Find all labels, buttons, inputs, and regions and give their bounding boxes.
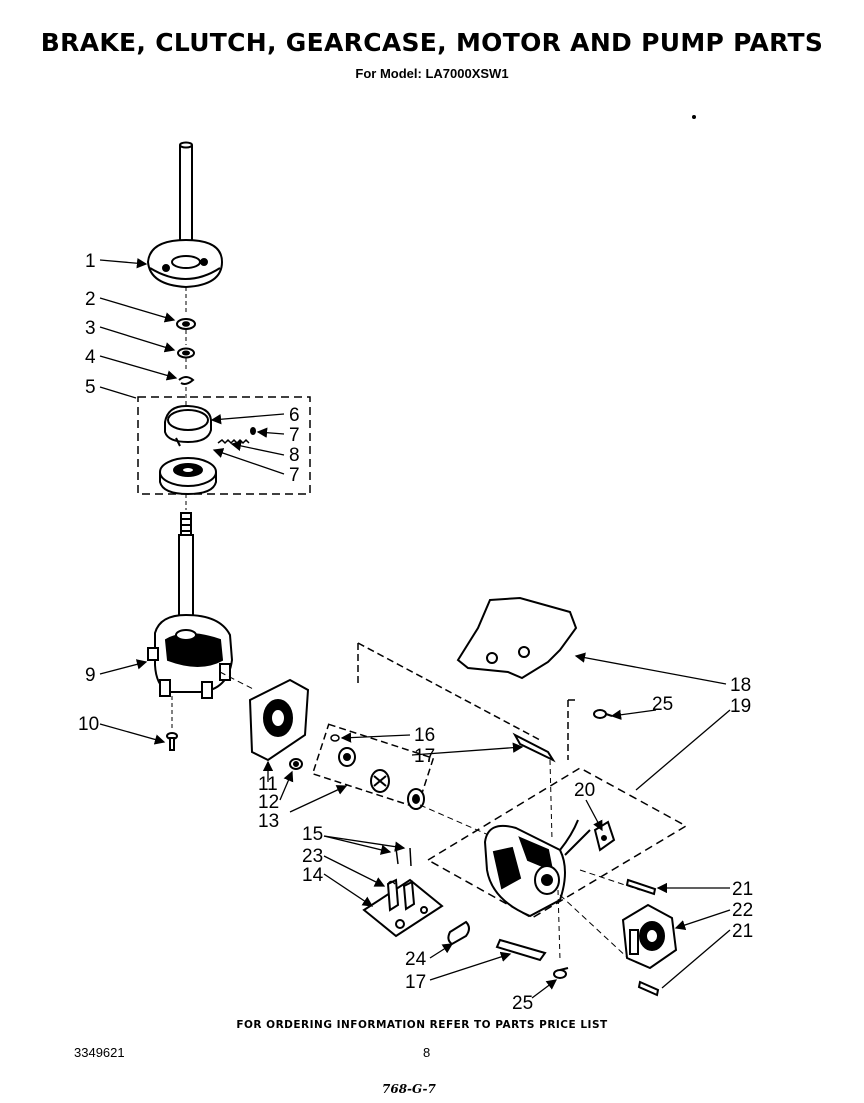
callout-17a: 17 bbox=[414, 746, 435, 767]
callout-14: 14 bbox=[302, 865, 324, 886]
document-number: 3349621 bbox=[74, 1045, 125, 1060]
retaining-ring-part-4 bbox=[178, 376, 195, 385]
callout-20: 20 bbox=[574, 780, 595, 801]
brake-cam bbox=[146, 238, 224, 289]
motor-shield-part-18 bbox=[456, 596, 578, 680]
callout-15: 15 bbox=[302, 824, 323, 845]
pump-impeller-box bbox=[311, 723, 435, 809]
page-title: BRAKE, CLUTCH, GEARCASE, MOTOR AND PUMP … bbox=[40, 28, 824, 57]
washer-part-3 bbox=[177, 347, 195, 359]
spring-part-8 bbox=[217, 438, 250, 445]
handwritten-code: 768-G-7 bbox=[382, 1082, 436, 1096]
pin-part-7 bbox=[250, 427, 256, 435]
impeller-part-13b bbox=[370, 769, 390, 793]
hose-clamp-part-21b bbox=[637, 980, 660, 997]
callout-13: 13 bbox=[258, 811, 279, 832]
callout-23: 23 bbox=[302, 846, 323, 867]
callout-2: 2 bbox=[85, 289, 96, 310]
pump-cover-part-11 bbox=[248, 678, 310, 762]
pump-part-22 bbox=[621, 903, 678, 970]
screw-part-10 bbox=[166, 732, 178, 751]
callout-16: 16 bbox=[414, 725, 435, 746]
ordering-info-note: FOR ORDERING INFORMATION REFER TO PARTS … bbox=[236, 1019, 608, 1031]
callout-6: 6 bbox=[289, 405, 300, 426]
hose-clamp-part-21a bbox=[625, 878, 657, 896]
callout-labels: 1 2 3 4 5 6 7 8 7 9 10 11 12 13 16 17 18… bbox=[78, 251, 753, 1014]
callout-9: 9 bbox=[85, 665, 96, 686]
motor-assembly-box bbox=[426, 767, 688, 919]
callout-7a: 7 bbox=[289, 425, 300, 446]
lower-bracket-part-17 bbox=[495, 938, 547, 962]
clutch-drum-part-7 bbox=[159, 457, 217, 496]
callout-18: 18 bbox=[730, 675, 751, 696]
callout-3: 3 bbox=[85, 318, 96, 339]
callout-25b: 25 bbox=[512, 993, 533, 1014]
screw-part-25b bbox=[553, 967, 569, 979]
callout-8: 8 bbox=[289, 445, 300, 466]
gearcase-shaft bbox=[178, 512, 194, 636]
callout-19: 19 bbox=[730, 696, 751, 717]
callout-5: 5 bbox=[85, 377, 96, 398]
page-number: 8 bbox=[423, 1045, 431, 1060]
callout-10: 10 bbox=[78, 714, 99, 735]
clutch-assembly-box bbox=[137, 396, 311, 495]
callout-21a: 21 bbox=[732, 879, 753, 900]
motor-bracket-part-17 bbox=[512, 732, 556, 841]
screw-part-25a bbox=[593, 709, 613, 719]
callout-24: 24 bbox=[405, 949, 427, 970]
washer-part-2 bbox=[176, 318, 196, 330]
callout-17b: 17 bbox=[405, 972, 426, 993]
brake-band-part-6 bbox=[164, 404, 212, 447]
callout-21b: 21 bbox=[732, 921, 753, 942]
clip-part-15 bbox=[395, 847, 412, 867]
gearcase-part-9 bbox=[147, 613, 234, 699]
motor-switch-part-20 bbox=[593, 820, 616, 852]
bracket-part-14 bbox=[362, 878, 444, 938]
callout-22: 22 bbox=[732, 900, 753, 921]
motor-part-19 bbox=[483, 819, 591, 918]
seal-part-12 bbox=[289, 758, 303, 770]
callout-7b: 7 bbox=[289, 465, 300, 486]
model-subtitle: For Model: LA7000XSW1 bbox=[355, 66, 509, 81]
callout-1: 1 bbox=[85, 251, 96, 272]
leader-lines bbox=[99, 258, 731, 999]
callout-4: 4 bbox=[85, 347, 96, 368]
impeller-part-13a bbox=[338, 747, 356, 767]
impeller-part-13c bbox=[407, 788, 425, 810]
clip-part-23 bbox=[387, 880, 396, 885]
callout-25a: 25 bbox=[652, 694, 673, 715]
screw-part-16 bbox=[330, 734, 340, 742]
callout-11: 11 bbox=[258, 774, 278, 795]
callout-12: 12 bbox=[258, 792, 279, 813]
grommet-part-24 bbox=[447, 920, 470, 946]
